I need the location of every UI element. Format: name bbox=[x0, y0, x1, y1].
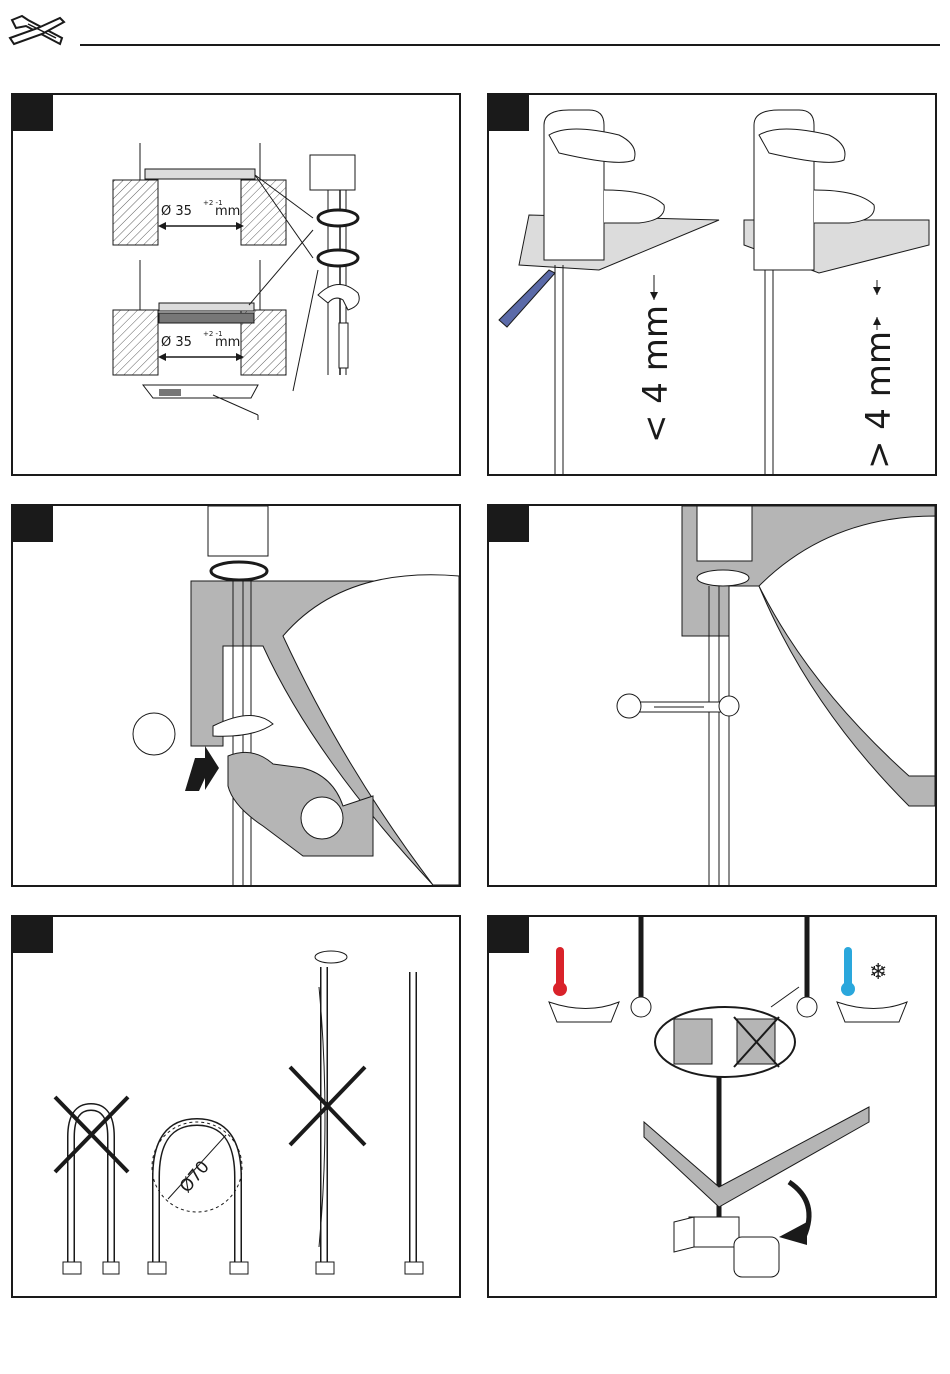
greater-than-4mm-label: > 4 mm bbox=[859, 331, 899, 469]
step-number bbox=[13, 95, 53, 131]
hot-water-icon bbox=[549, 947, 619, 1022]
step-number bbox=[13, 917, 53, 953]
spanner-diagram bbox=[489, 506, 935, 885]
less-than-4mm-label: < 4 mm bbox=[636, 305, 676, 443]
header-rule bbox=[80, 44, 940, 46]
unit-bottom-label: mm bbox=[215, 335, 240, 350]
panel-step-3 bbox=[11, 504, 461, 887]
panel-step-2: < 4 mm > 4 mm bbox=[487, 93, 937, 476]
panel-step-5: Ø70 bbox=[11, 915, 461, 1298]
step-number bbox=[489, 95, 529, 131]
panel-step-1: Ø 35 +2 -1 mm Ø 35 +2 -1 mm bbox=[11, 93, 461, 476]
step-number bbox=[489, 917, 529, 953]
diameter-bottom-label: Ø 35 bbox=[161, 335, 192, 350]
panel-step-4 bbox=[487, 504, 937, 887]
step-number bbox=[489, 506, 529, 542]
svg-text:❄: ❄ bbox=[869, 960, 887, 985]
connection-diagram: ❄ bbox=[489, 917, 935, 1296]
hose-bending-diagram bbox=[13, 917, 459, 1296]
basin-hole-diagram bbox=[13, 95, 459, 474]
step-number bbox=[13, 506, 53, 542]
panel-step-6: ❄ bbox=[487, 915, 937, 1298]
diameter-top-label: Ø 35 bbox=[161, 204, 192, 219]
unit-top-label: mm bbox=[215, 204, 240, 219]
tools-icon bbox=[8, 12, 66, 48]
fixing-nut-diagram bbox=[13, 506, 459, 885]
cold-water-icon: ❄ bbox=[837, 947, 907, 1022]
